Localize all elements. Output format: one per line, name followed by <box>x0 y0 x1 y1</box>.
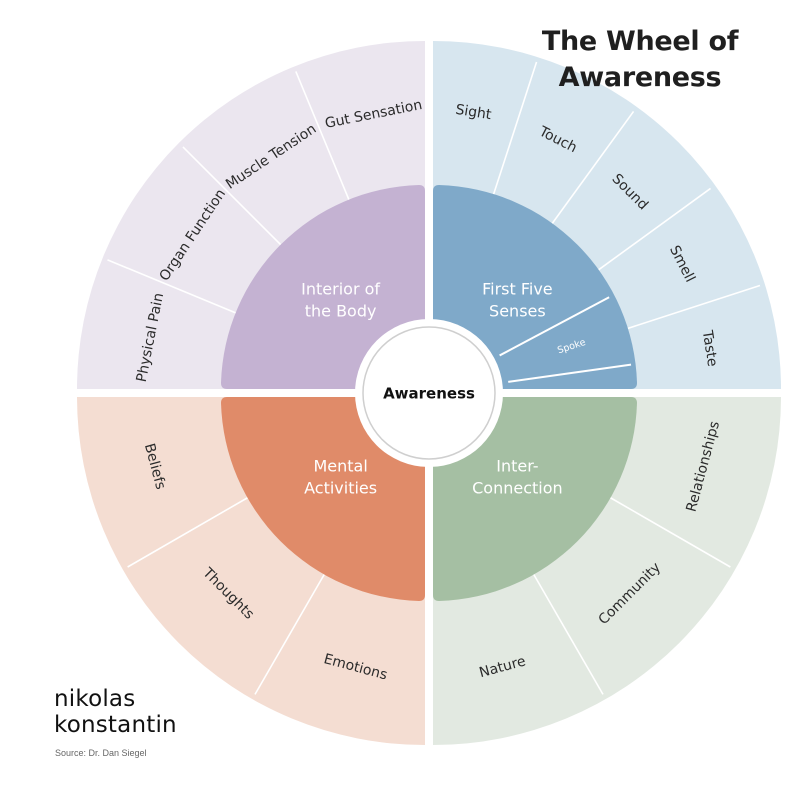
segment-label: Taste <box>699 328 721 367</box>
inter-connection-divider <box>607 495 731 568</box>
brand-line-2: konstantin <box>54 712 177 738</box>
inter-connection-title: Inter-Connection <box>472 456 563 497</box>
brand-logo-text: nikolas konstantin <box>54 686 177 738</box>
brand-line-1: nikolas <box>54 686 136 712</box>
inter-connection-inner-petal <box>433 397 637 601</box>
hub-label: Awareness <box>383 385 475 403</box>
first-five-senses-divider <box>624 284 761 331</box>
first-five-senses-divider <box>491 61 538 198</box>
first-five-senses-divider <box>549 110 635 227</box>
interior-of-the-body-divider <box>107 259 239 315</box>
spoke-line <box>499 296 610 357</box>
page-title: The Wheel of Awareness <box>510 24 770 96</box>
interior-of-the-body-divider <box>182 146 284 248</box>
first-five-senses-divider <box>595 187 712 273</box>
first-five-senses-inner-petal <box>433 185 637 389</box>
mental-activities-inner-petal <box>221 397 425 601</box>
hub-inner-circle <box>373 337 485 449</box>
mental-activities-divider <box>254 571 327 695</box>
segment-label: Sight <box>454 102 493 124</box>
title-line-1: The Wheel of <box>541 26 739 57</box>
interior-of-the-body-inner-petal <box>221 185 425 389</box>
mental-activities-divider <box>127 495 251 568</box>
hub-ring-line <box>362 326 496 460</box>
interior-of-the-body-divider <box>295 71 351 203</box>
title-line-2: Awareness <box>558 62 722 93</box>
spoke-line <box>508 363 632 383</box>
inter-connection-divider <box>531 571 604 695</box>
source-credit: Source: Dr. Dan Siegel <box>55 748 147 758</box>
quadrant-inter-connection: RelationshipsCommunityNatureInter-Connec… <box>433 397 781 745</box>
